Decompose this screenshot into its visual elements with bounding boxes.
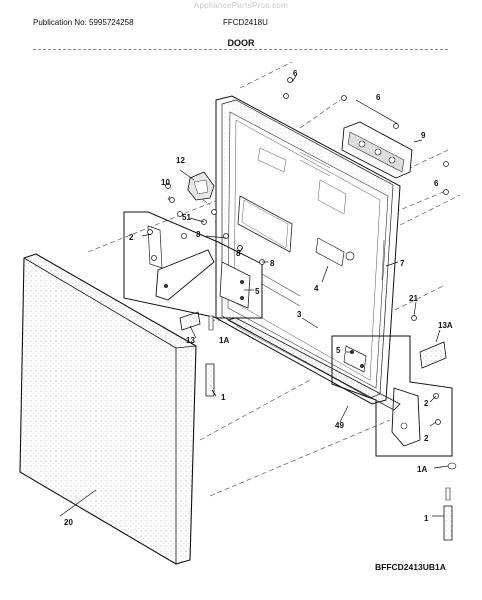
callout-2: 2 <box>424 434 429 443</box>
callout-8: 8 <box>196 230 201 239</box>
callout-8: 8 <box>270 259 275 268</box>
callout-4: 4 <box>314 284 319 293</box>
callout-7: 7 <box>400 259 405 268</box>
callout-labels: 6 6 6 9 12 10 51 8 8 8 2 5 4 7 21 3 13 1… <box>64 69 453 527</box>
callout-13: 13 <box>186 336 195 345</box>
callout-1: 1 <box>424 514 429 523</box>
callout-6: 6 <box>434 179 439 188</box>
right-hinge-group <box>331 335 453 457</box>
page-title: DOOR <box>227 38 255 48</box>
callout-2: 2 <box>129 233 134 242</box>
callout-21: 21 <box>409 294 418 303</box>
callout-6: 6 <box>293 69 298 78</box>
bottom-trim-strip <box>226 317 401 411</box>
callout-10: 10 <box>161 178 170 187</box>
callout-2: 2 <box>424 399 429 408</box>
callout-1: 1 <box>221 393 226 402</box>
left-hinge-group <box>123 211 263 319</box>
small-parts <box>179 311 457 541</box>
callout-20: 20 <box>64 518 73 527</box>
header-divider <box>33 49 448 50</box>
model-number: FFCD2418U <box>223 18 268 27</box>
control-panel-part <box>341 121 413 179</box>
callout-51: 51 <box>182 213 191 222</box>
callout-9: 9 <box>421 131 426 140</box>
callout-12: 12 <box>176 156 185 165</box>
callout-13A: 13A <box>438 321 453 330</box>
callout-5: 5 <box>255 287 260 296</box>
outer-door-panel <box>19 253 197 565</box>
callout-5: 5 <box>336 346 341 355</box>
callout-6: 6 <box>376 93 381 102</box>
leader-lines <box>59 75 449 517</box>
publication-number: Publication No: 5995724258 <box>33 18 134 27</box>
diagram-code: BFFCD2413UB1A <box>375 562 446 572</box>
callout-8: 8 <box>236 249 241 258</box>
watermark: AppliancePartsPros.com <box>193 1 289 10</box>
callout-49: 49 <box>335 421 344 430</box>
callout-1A: 1A <box>219 336 229 345</box>
callout-1A: 1A <box>417 465 427 474</box>
screws <box>147 77 449 425</box>
door-latch-part <box>187 171 215 201</box>
callout-3: 3 <box>297 310 302 319</box>
